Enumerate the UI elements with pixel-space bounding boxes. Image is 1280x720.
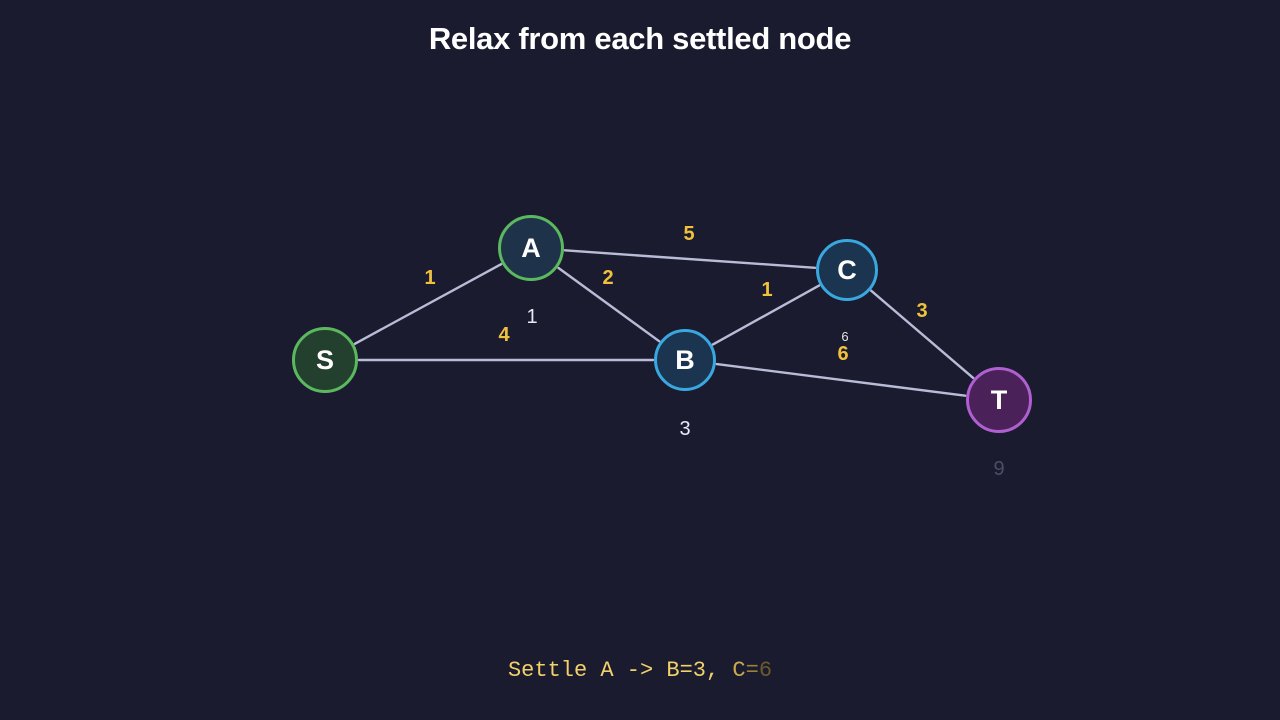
edge-weight-s-b: 4 xyxy=(498,324,510,346)
distance-label-a: 1 xyxy=(526,306,538,328)
graph-edge-a-b xyxy=(557,266,661,343)
caption-text: Settle A -> B=3, C=6 xyxy=(0,656,1280,686)
distance-label-b: 3 xyxy=(679,418,691,440)
graph-node-label: B xyxy=(675,344,695,375)
graph-node-s[interactable]: S xyxy=(292,327,358,393)
graph-edge-s-a xyxy=(353,263,503,345)
graph-edge-a-c xyxy=(563,249,817,269)
edge-weight-b-t: 6 xyxy=(837,343,849,365)
edge-weight-a-b: 2 xyxy=(602,267,614,289)
graph-node-a[interactable]: A xyxy=(498,215,564,281)
graph-edge-c-t xyxy=(870,289,975,380)
edge-weight-b-c: 1 xyxy=(761,279,773,301)
caption-segment: 6 xyxy=(758,658,773,683)
page-title: Relax from each settled node xyxy=(428,21,852,56)
distance-label-t: 9 xyxy=(993,458,1005,480)
caption-segment: C xyxy=(719,658,746,683)
graph-edge-b-t xyxy=(715,362,967,397)
graph-node-label: A xyxy=(521,232,541,263)
graph-node-label: S xyxy=(315,344,334,375)
graph-edge-b-c xyxy=(711,284,821,346)
caption-segment: = xyxy=(745,658,759,683)
caption-segment: Settle A -> B=3, xyxy=(507,658,720,683)
graph-node-label: C xyxy=(837,254,857,285)
graph-node-t[interactable]: T xyxy=(966,367,1032,433)
edge-weight-a-c: 5 xyxy=(683,223,695,245)
graph-node-label: T xyxy=(990,384,1008,415)
edge-weight-c-t: 3 xyxy=(916,300,928,322)
distance-label-c: 6 xyxy=(841,329,849,344)
graph-node-b[interactable]: B xyxy=(654,329,716,391)
edge-weight-s-a: 1 xyxy=(424,267,436,289)
graph-node-c[interactable]: C xyxy=(816,239,878,301)
